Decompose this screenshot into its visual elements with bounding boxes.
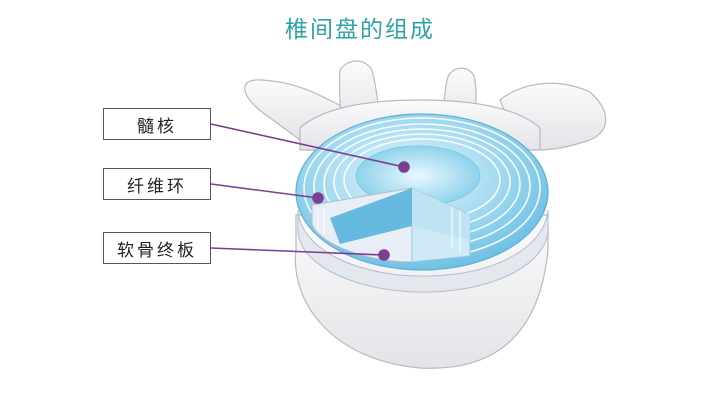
pointer-dot-nucleus [398,161,410,173]
pointer-lines [210,123,410,261]
diagram-title: 椎间盘的组成 [285,17,435,43]
endplate-rim [297,209,549,293]
pointer-line-annulus [210,183,319,199]
pointer-dot-annulus [312,192,324,204]
pointer-line-nucleus [210,123,405,168]
pointer-line-endplate [210,247,385,256]
label-endplate: 软骨终板 [103,232,211,264]
label-annulus: 纤维环 [103,168,211,200]
pointer-dot-endplate [378,249,390,261]
label-nucleus: 髓核 [103,108,211,140]
disc-cutaway [311,187,471,263]
